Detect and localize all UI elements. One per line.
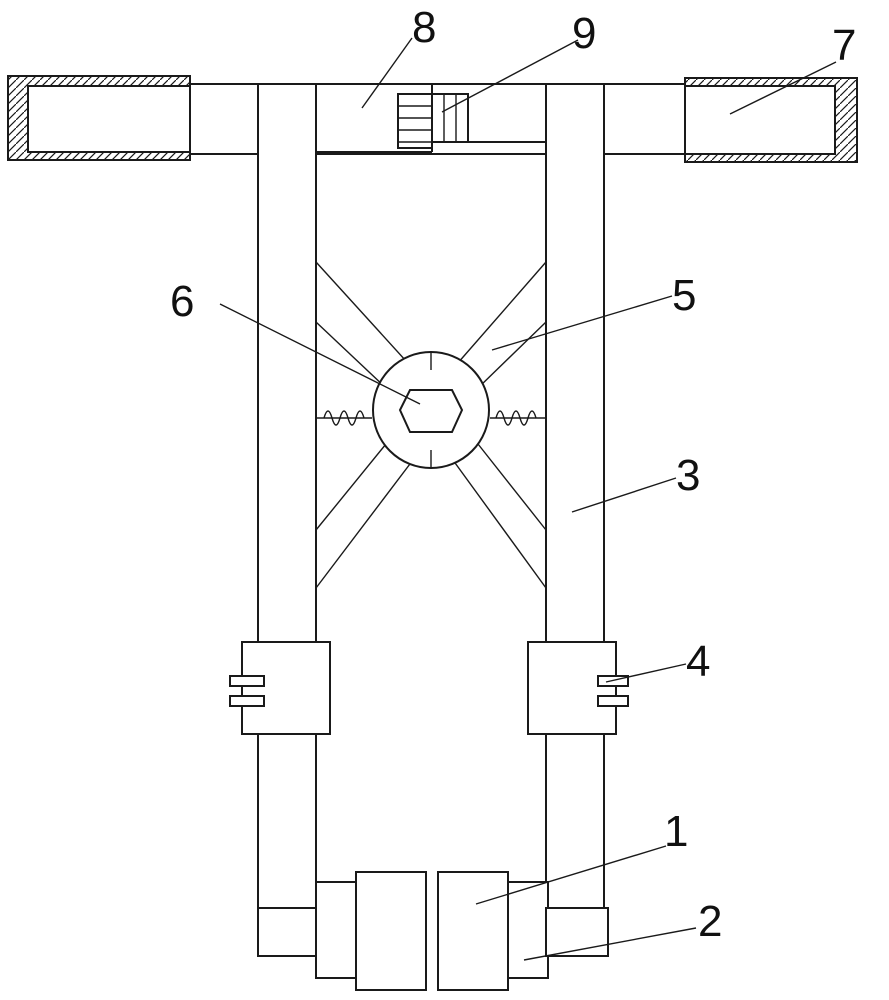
spring-right <box>490 410 546 426</box>
label-6: 6 <box>170 277 194 326</box>
label-4: 4 <box>686 637 710 686</box>
label-1: 1 <box>664 807 688 856</box>
cross-bracing <box>315 261 547 589</box>
label-5: 5 <box>672 271 696 320</box>
label-3: 3 <box>676 451 700 500</box>
label-8: 8 <box>412 3 436 52</box>
connector-block <box>316 84 546 153</box>
leader-lines <box>219 37 837 961</box>
spring-left <box>316 410 372 426</box>
label-7: 7 <box>832 21 856 70</box>
left-foot <box>257 871 427 991</box>
right-clamp <box>527 641 629 735</box>
right-vertical-rod <box>545 83 605 909</box>
central-ring <box>372 351 490 469</box>
right-grip <box>684 77 858 163</box>
right-foot <box>437 871 609 991</box>
left-clamp <box>229 641 331 735</box>
left-grip <box>7 75 191 161</box>
label-2: 2 <box>698 897 722 946</box>
label-9: 9 <box>572 9 596 58</box>
left-vertical-rod <box>257 83 317 909</box>
